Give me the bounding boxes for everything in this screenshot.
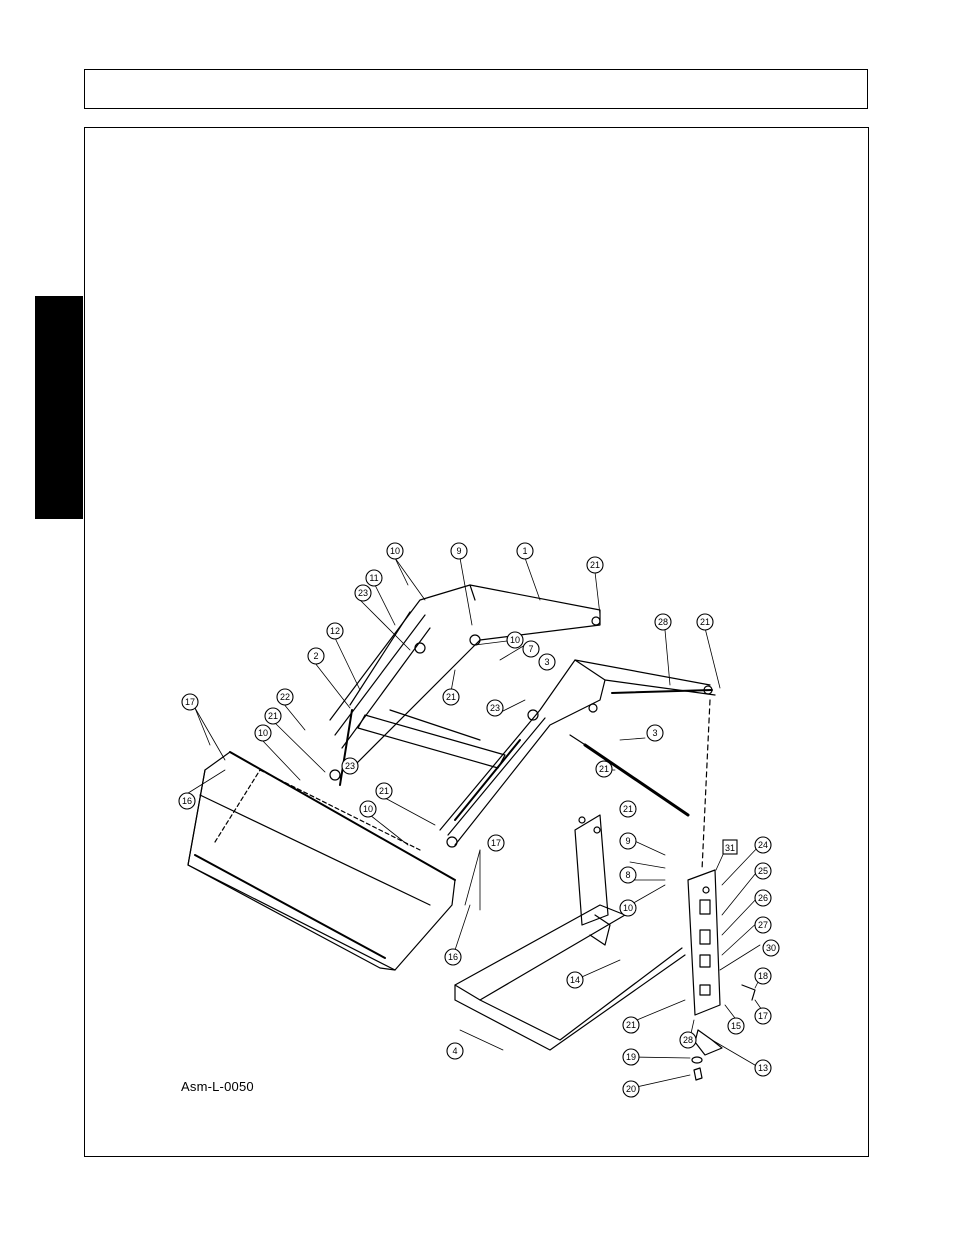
callout-number: 22: [280, 692, 290, 702]
page-header-box: [84, 69, 868, 109]
callout-number: 17: [758, 1011, 768, 1021]
callout-number: 21: [379, 786, 389, 796]
callout-number: 10: [363, 804, 373, 814]
callout-number: 1: [522, 546, 527, 556]
callout-number: 23: [490, 703, 500, 713]
left-loader-arm: [329, 584, 601, 781]
callout-number: 26: [758, 893, 768, 903]
right-loader-arm: [439, 659, 716, 848]
callout-markers: [178, 542, 780, 1098]
callout-number: 21: [446, 692, 456, 702]
callout-number: 28: [658, 617, 668, 627]
side-plate: [687, 869, 756, 1081]
callout-number: 17: [491, 838, 501, 848]
callout-number: 21: [626, 1020, 636, 1030]
cross-tube: [357, 709, 506, 769]
callout-number: 23: [345, 761, 355, 771]
bucket-drawing: [187, 751, 456, 971]
callout-number: 20: [626, 1084, 636, 1094]
callout-number: 16: [448, 952, 458, 962]
figure-caption: Asm-L-0050: [181, 1079, 254, 1094]
callout-number: 30: [766, 943, 776, 953]
callout-number: 23: [358, 588, 368, 598]
callout-number: 13: [758, 1063, 768, 1073]
callout-number: 12: [330, 626, 340, 636]
callout-number: 10: [623, 903, 633, 913]
callout-number: 15: [731, 1021, 741, 1031]
callout-number: 21: [268, 711, 278, 721]
callout-number: 11: [369, 573, 378, 583]
callout-number: 4: [452, 1046, 457, 1056]
callout-number: 7: [528, 644, 533, 654]
callout-number: 14: [570, 975, 580, 985]
callout-number: 21: [623, 804, 633, 814]
callout-number: 25: [758, 866, 768, 876]
content-frame: [84, 127, 869, 1157]
callout-number: 10: [510, 635, 520, 645]
callout-number: 18: [758, 971, 768, 981]
callout-number: 21: [590, 560, 600, 570]
callout-number: 27: [758, 920, 768, 930]
callout-number: 21: [599, 764, 609, 774]
section-side-tab: [35, 296, 83, 519]
callout-number: 31: [725, 843, 735, 853]
callout-number: 9: [456, 546, 461, 556]
callout-number: 10: [390, 546, 400, 556]
callout-number: 21: [700, 617, 710, 627]
callout-number: 8: [625, 870, 630, 880]
callout-number: 3: [652, 728, 657, 738]
callout-number: 17: [185, 697, 195, 707]
link-rod: [611, 689, 713, 694]
callout-number: 24: [758, 840, 768, 850]
loader-assembly-diagram: 1 9 10 21 11 23 12 2 22 21 10 17 16 23 2…: [178, 542, 780, 1098]
callout-number: 3: [544, 657, 549, 667]
callout-number: 9: [625, 836, 630, 846]
callout-number: 16: [182, 796, 192, 806]
callout-number: 2: [313, 651, 318, 661]
callout-number: 19: [626, 1052, 636, 1062]
leader-lines: [184, 557, 765, 1089]
callout-number: 28: [683, 1035, 693, 1045]
callout-numbers: 1 9 10 21 11 23 12 2 22 21 10 17 16 23 2…: [182, 546, 776, 1094]
callout-number: 10: [258, 728, 268, 738]
mount-frame: [454, 814, 686, 1051]
